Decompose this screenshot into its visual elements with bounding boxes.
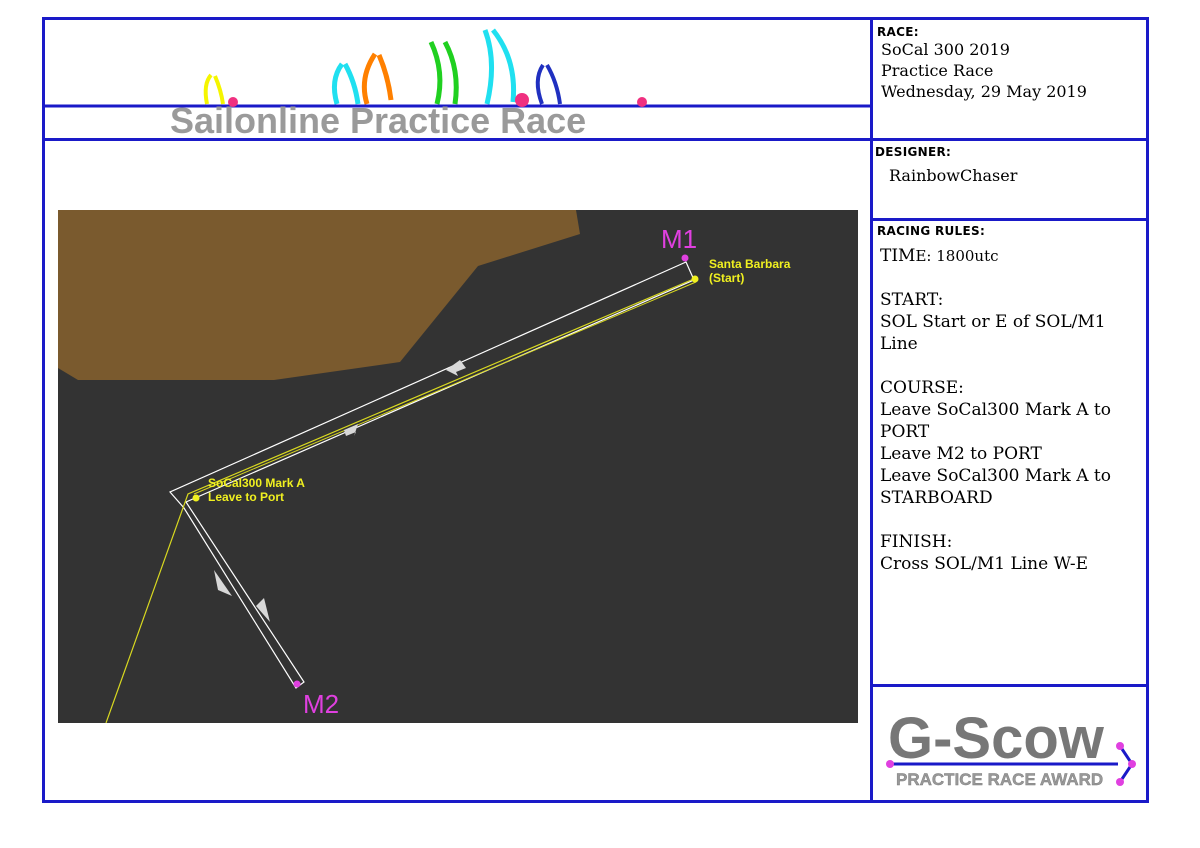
mark-start-icon [691, 275, 699, 283]
rules-label: RACING RULES: [877, 224, 986, 238]
arrow-icon-1 [446, 360, 466, 376]
arrow-icon-4 [256, 598, 270, 622]
buoy-1-icon [228, 97, 238, 107]
mark-a-icon [192, 494, 200, 502]
rule-course: COURSE: Leave SoCal300 Mark A to PORT Le… [880, 378, 1111, 508]
mark-m1-label: M1 [661, 224, 697, 254]
course-frame [42, 17, 1149, 803]
sail-blue-icon [535, 63, 562, 105]
race-name: SoCal 300 2019 [881, 40, 1010, 59]
mark-m2-icon [293, 680, 301, 688]
designer-label: DESIGNER: [875, 145, 952, 159]
arrow-icon-2 [344, 424, 358, 436]
designer-name: RainbowChaser [889, 166, 1018, 185]
award-subtitle: PRACTICE RACE AWARD [896, 770, 1103, 789]
divider-designer [870, 218, 1149, 221]
divider-banner [42, 138, 1149, 141]
arrow-icon-3 [214, 570, 232, 596]
racing-rules: TIME: 1800utc START: SOL Start or E of S… [880, 245, 1142, 597]
gscow-award-logo: G-Scow PRACTICE RACE AWARD [886, 706, 1136, 789]
land-area [58, 210, 580, 380]
marka-name-label: SoCal300 Mark A [208, 476, 305, 490]
banner-title: Sailonline Practice Race [170, 100, 586, 138]
route-line [105, 277, 697, 723]
buoy-3-icon [637, 97, 647, 107]
start-name-label: Santa Barbara [709, 257, 791, 271]
sail-cyan-icon [331, 62, 361, 105]
route-line-2 [193, 281, 697, 495]
sail-cyan-big-icon [482, 28, 517, 105]
rule-start: START: SOL Start or E of SOL/M1 Line [880, 290, 1106, 354]
course-map: M1 M2 Santa Barbara (Start) SoCal300 Mar… [58, 210, 858, 723]
sailonline-banner: Sailonline Practice Race [45, 28, 870, 138]
rule-finish: FINISH: Cross SOL/M1 Line W-E [880, 532, 1088, 574]
sail-yellow-icon [203, 73, 225, 105]
start-sub-label: (Start) [709, 271, 744, 285]
race-info: SoCal 300 2019 Practice Race Wednesday, … [881, 39, 1087, 102]
sail-orange-icon [361, 52, 394, 105]
mark-m2-label: M2 [303, 689, 339, 719]
race-type: Practice Race [881, 61, 994, 80]
buoy-2-icon [515, 93, 529, 107]
divider-vertical [870, 17, 873, 803]
mark-m1-icon [681, 254, 689, 262]
award-title: G-Scow [888, 706, 1105, 771]
marka-sub-label: Leave to Port [208, 490, 284, 504]
sail-green-icon [428, 40, 459, 105]
race-label: RACE: [877, 25, 919, 39]
divider-award [870, 684, 1149, 687]
race-date: Wednesday, 29 May 2019 [881, 82, 1087, 101]
rule-time: TIME: 1800utc [880, 246, 999, 266]
